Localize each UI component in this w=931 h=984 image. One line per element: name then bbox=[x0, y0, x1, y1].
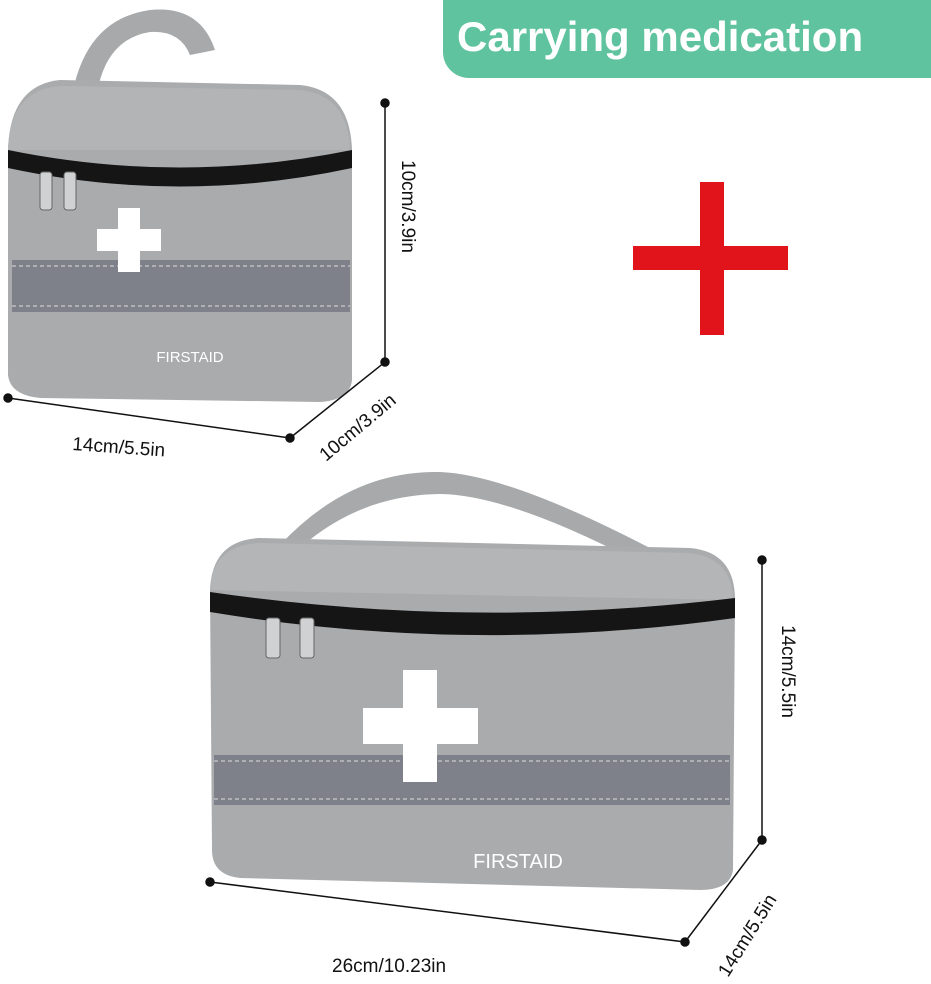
small-bag-depth-label: 10cm/3.9in bbox=[316, 390, 401, 466]
white-cross-icon bbox=[363, 670, 478, 782]
large-bag-brand-label: FIRSTAID bbox=[473, 851, 563, 873]
small-bag-height-label: 10cm/3.9in bbox=[397, 160, 418, 253]
banner-title: Carrying medication bbox=[443, 0, 931, 78]
large-bag-depth-label: 14cm/5.5in bbox=[714, 891, 781, 981]
large-bag-image: FIRSTAID bbox=[210, 471, 735, 890]
large-bag-height-label: 14cm/5.5in bbox=[777, 625, 798, 718]
large-bag-dimensions bbox=[205, 555, 767, 947]
red-cross-icon bbox=[633, 182, 788, 335]
small-bag-brand-label: FIRSTAID bbox=[156, 349, 223, 366]
large-bag-width-label: 26cm/10.23in bbox=[332, 956, 446, 977]
small-bag-image: FIRSTAID bbox=[8, 9, 352, 402]
small-bag-dimensions bbox=[3, 98, 390, 443]
small-bag-width-label: 14cm/5.5in bbox=[72, 434, 166, 461]
white-cross-icon bbox=[97, 208, 161, 272]
